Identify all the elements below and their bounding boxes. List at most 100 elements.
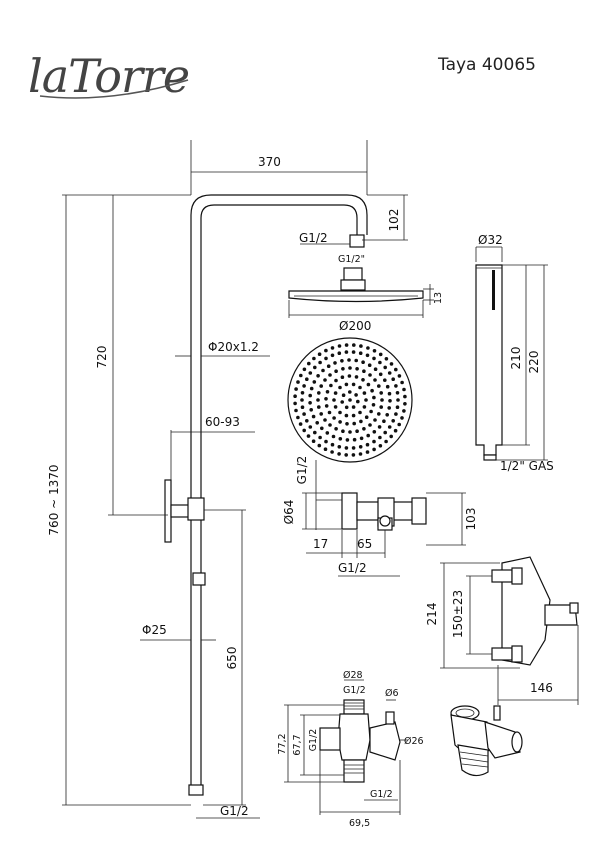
nozzle-dot: [324, 404, 329, 408]
nozzle-dot: [313, 365, 317, 370]
nozzle-dot: [397, 422, 402, 427]
nozzle-dot: [395, 391, 400, 395]
nozzle-dot: [323, 418, 327, 422]
nozzle-dot: [361, 378, 365, 382]
nozzle-dot: [368, 423, 372, 427]
nozzle-dot: [344, 350, 349, 354]
nozzle-dot: [317, 391, 321, 395]
nozzle-dot: [302, 428, 307, 433]
dim-diverter-top-thread: G1/2: [343, 685, 366, 696]
dim-tube-size: Φ20x1.2: [208, 340, 259, 354]
nozzle-dot: [383, 378, 387, 383]
dim-hand-length-inner: 210: [509, 347, 523, 370]
nozzle-dot: [302, 367, 307, 372]
nozzle-dot: [308, 425, 313, 429]
nozzle-dot: [387, 406, 392, 410]
nozzle-dot: [377, 384, 381, 388]
mixer-side-view: [440, 556, 579, 705]
nozzle-dot: [384, 439, 388, 444]
dim-upper-tube-length: 720: [95, 346, 109, 369]
nozzle-dot: [300, 391, 305, 395]
nozzle-dot: [317, 443, 322, 448]
nozzle-dot: [317, 405, 321, 409]
dim-diverter-height-inner: 67,7: [292, 734, 303, 755]
nozzle-dot: [330, 442, 335, 447]
nozzle-dot: [365, 353, 370, 358]
nozzle-dot: [308, 401, 312, 405]
nozzle-dot: [352, 421, 357, 426]
nozzle-dot: [324, 439, 328, 444]
dim-hand-length-outer: 220: [527, 351, 541, 374]
nozzle-dot: [344, 405, 349, 410]
nozzle-dot: [348, 398, 352, 402]
dim-mixer-depth: 146: [530, 681, 553, 695]
nozzle-dot: [370, 388, 374, 393]
nozzle-dot: [378, 444, 383, 448]
nozzle-dot: [382, 419, 386, 424]
nozzle-dot: [354, 393, 358, 397]
nozzle-dot: [337, 351, 342, 356]
nozzle-dot: [320, 426, 324, 431]
nozzle-dot: [359, 344, 363, 348]
nozzle-dot: [333, 361, 337, 365]
nozzle-dot: [340, 359, 344, 363]
nozzle-dot: [351, 405, 356, 409]
nozzle-dot: [403, 402, 407, 406]
nozzle-dot: [355, 429, 359, 434]
dim-bottom-connection: G1/2: [220, 804, 249, 818]
dim-valve-offset-left: 17: [313, 537, 328, 551]
nozzle-dot: [373, 418, 377, 422]
nozzle-dot: [331, 434, 336, 439]
nozzle-dot: [369, 409, 373, 414]
nozzle-dot: [362, 391, 367, 395]
nozzle-dot: [316, 374, 320, 378]
nozzle-dot: [396, 398, 400, 402]
nozzle-dot: [344, 382, 349, 387]
nozzle-dot: [378, 360, 382, 365]
brand-logo: laTorre: [28, 49, 190, 103]
nozzle-dot: [330, 346, 335, 350]
nozzle-dot: [323, 378, 327, 382]
shower-head-nozzles: [293, 343, 407, 457]
nozzle-dot: [344, 453, 349, 457]
nozzle-dot: [338, 437, 343, 441]
nozzle-dot: [338, 385, 342, 390]
nozzle-dot: [391, 377, 396, 382]
nozzle-dot: [318, 360, 322, 365]
nozzle-dot: [384, 357, 389, 361]
nozzle-dot: [325, 431, 330, 435]
nozzle-dot: [311, 439, 316, 444]
nozzle-dot: [368, 373, 372, 377]
nozzle-dot: [373, 378, 377, 382]
dim-valve-diameter: Ø64: [282, 500, 296, 525]
nozzle-dot: [298, 422, 303, 426]
dim-diverter-side-thread: G1/2: [308, 729, 319, 752]
dim-head-thickness: 13: [433, 292, 444, 304]
nozzle-dot: [305, 377, 309, 382]
nozzle-dot: [364, 398, 368, 402]
nozzle-dot: [330, 353, 335, 358]
nozzle-dot: [351, 350, 356, 354]
nozzle-dot: [326, 364, 331, 369]
nozzle-dot: [378, 352, 383, 357]
nozzle-dot: [389, 362, 394, 366]
nozzle-dot: [351, 446, 356, 450]
nozzle-dot: [330, 450, 334, 454]
nozzle-dot: [344, 413, 349, 418]
dim-mixer-centers: 150±23: [451, 590, 465, 638]
nozzle-dot: [400, 380, 404, 385]
diverter-view: [284, 679, 408, 815]
nozzle-dot: [364, 415, 369, 420]
nozzle-dot: [302, 384, 306, 388]
nozzle-dot: [319, 412, 324, 416]
nozzle-dot: [309, 386, 314, 391]
nozzle-dot: [332, 416, 336, 420]
dim-valve-offset-right: 65: [357, 537, 372, 551]
nozzle-dot: [317, 352, 322, 357]
nozzle-dot: [340, 400, 345, 404]
nozzle-dot: [309, 408, 314, 412]
nozzle-dot: [347, 358, 351, 362]
brand-logo-text: laTorre: [28, 49, 189, 103]
nozzle-dot: [312, 380, 317, 384]
